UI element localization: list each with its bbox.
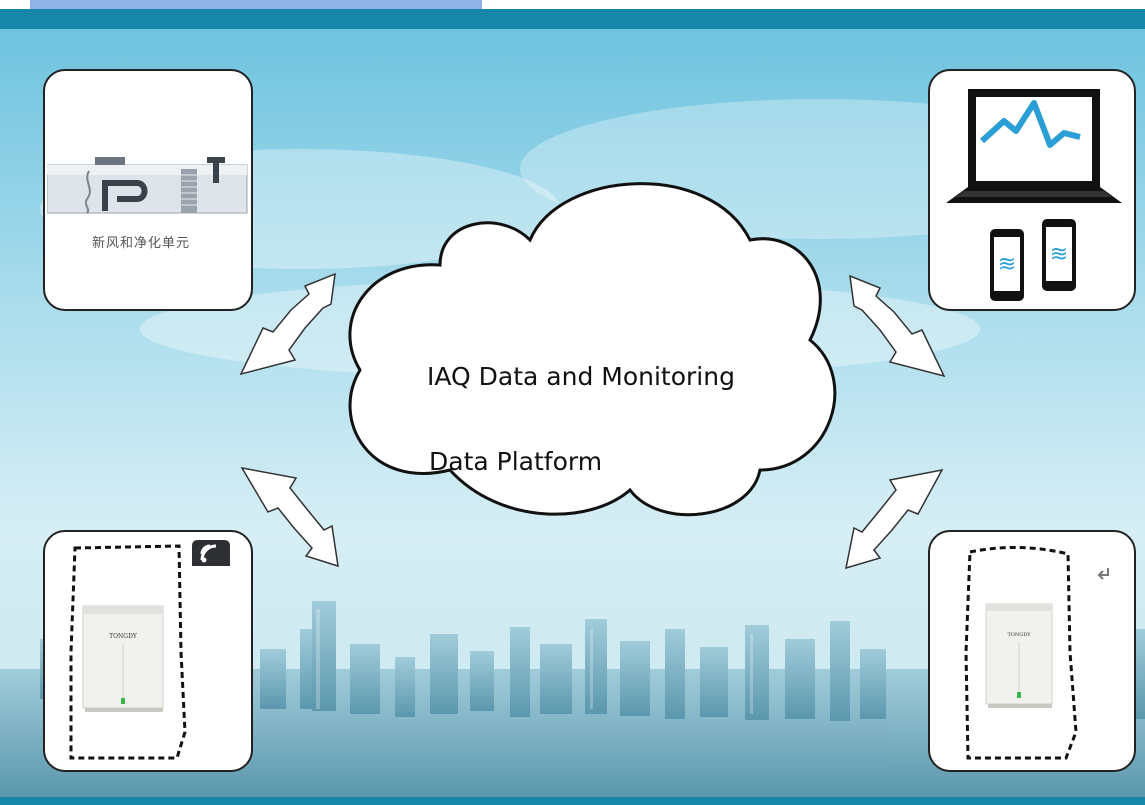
iaq-monitor-device-icon: TONGDY	[69, 544, 187, 760]
return-arrow-icon	[1097, 568, 1109, 580]
double-arrow-top-right	[849, 274, 946, 378]
cloud-subtitle: Data Platform	[429, 447, 603, 476]
header-bar	[0, 9, 1145, 29]
panel-iaq-monitor-left: TONGDY	[43, 530, 253, 772]
double-arrow-top-left	[239, 272, 336, 376]
svg-text:≋: ≋	[1050, 242, 1068, 267]
device-brand: TONGDY	[1007, 632, 1031, 638]
panel-iaq-monitor-right: TONGDY	[928, 530, 1136, 772]
double-arrow-bottom-left	[240, 466, 339, 568]
fresh-air-unit-label: 新风和净化单元	[92, 235, 191, 250]
wifi-badge-icon	[192, 540, 230, 566]
header-tab	[30, 0, 482, 9]
footer-bar	[0, 797, 1145, 805]
svg-text:≋: ≋	[998, 252, 1016, 277]
air-handling-unit-icon	[47, 157, 248, 214]
laptop-and-phones-icon: ≋ ≋	[946, 89, 1122, 301]
panel-monitoring-devices: ≋ ≋	[928, 69, 1136, 311]
panel-fresh-air-unit: 新风和净化单元	[43, 69, 253, 311]
device-brand: TONGDY	[109, 633, 138, 640]
iaq-monitor-device-icon: TONGDY	[964, 546, 1078, 760]
data-cloud	[348, 182, 837, 517]
cloud-title: IAQ Data and Monitoring	[427, 362, 735, 391]
double-arrow-bottom-right	[845, 468, 944, 570]
